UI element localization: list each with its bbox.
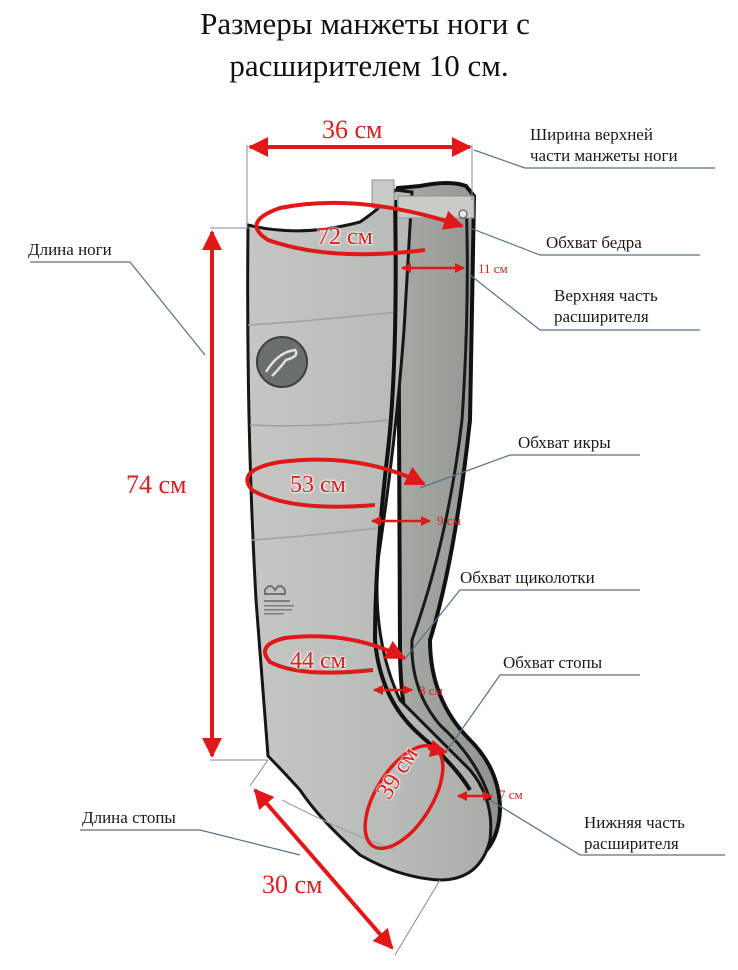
top-width-label-line1: Ширина верхней <box>530 125 653 144</box>
thigh-girth-value: 72 см <box>317 224 373 250</box>
lower-extender-value: 7 см <box>499 787 523 802</box>
circular-logo-badge-icon <box>256 336 308 388</box>
lower-extender-label-line2: расширителя <box>584 834 679 853</box>
calf-label: Обхват икры <box>518 433 611 452</box>
top-width-label-line2: части манжеты ноги <box>530 146 678 165</box>
ankle-extender-value: 8 см <box>419 683 443 698</box>
foot-girth-label: Обхват стопы <box>503 653 603 672</box>
leader-lines <box>30 149 725 856</box>
calf-girth-value: 53 см <box>290 472 346 498</box>
leg-length-value: 74 см <box>126 470 187 499</box>
upper-extender-value: 11 см <box>478 261 508 276</box>
ankle-label: Обхват щиколотки <box>460 568 595 587</box>
thigh-label: Обхват бедра <box>546 233 642 252</box>
wellbutech-logo-icon <box>264 585 294 615</box>
leg-length-label: Длина ноги <box>28 240 112 259</box>
upper-extender-label-line2: расширителя <box>554 307 649 326</box>
foot-length-label: Длина стопы <box>82 808 176 827</box>
top-width-value: 36 см <box>322 115 383 144</box>
lower-extender-label-line1: Нижняя часть <box>584 813 685 832</box>
diagram-title-line2: расширителем 10 см. <box>229 48 509 83</box>
diagram-title-line1: Размеры манжеты ноги с <box>200 6 530 41</box>
guide-lines <box>210 145 473 956</box>
measurement-arrows <box>202 137 493 950</box>
calf-extender-value: 9 см <box>437 513 461 528</box>
foot-length-value: 30 см <box>262 870 323 899</box>
ankle-girth-value: 44 см <box>290 648 346 674</box>
upper-extender-label-line1: Верхняя часть <box>554 286 658 305</box>
